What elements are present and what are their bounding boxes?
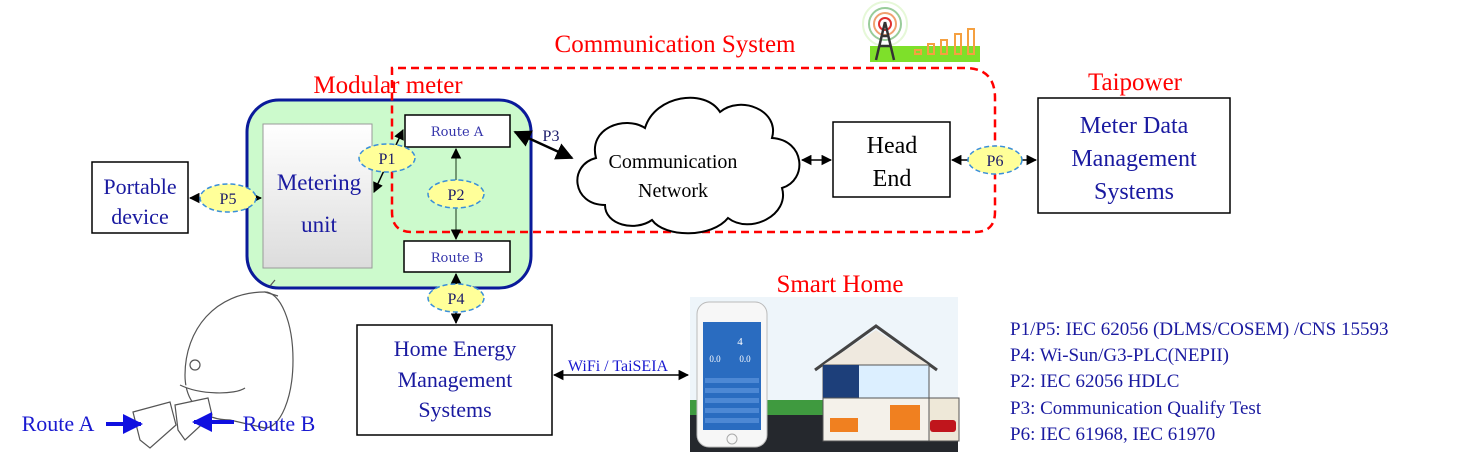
communication-network-label: Network <box>638 180 708 202</box>
p2-badge[interactable]: P2 <box>427 179 485 209</box>
route-a-label: Route A <box>431 125 484 140</box>
route-b-box[interactable]: Route B <box>403 240 511 273</box>
legend-item: P6: IEC 61968, IEC 61970 <box>1010 424 1215 445</box>
metering-unit-label: unit <box>301 212 337 237</box>
p4-label: P4 <box>448 291 465 308</box>
smart-home-illustration: 4 0.0 0.0 <box>690 297 960 452</box>
p1-label: P1 <box>379 151 396 168</box>
p3-label: P3 <box>543 128 560 145</box>
head-end-label: Head <box>867 133 918 159</box>
smartphone-icon: 4 0.0 0.0 <box>696 301 768 448</box>
hems-box[interactable]: Home Energy Management Systems <box>356 324 553 436</box>
head-end-box[interactable]: Head End <box>832 121 951 198</box>
metering-unit-label: Metering <box>277 170 362 195</box>
legend-item: P4: Wi-Sun/G3-PLC(NEPII) <box>1010 345 1229 366</box>
meter-route-b-label: Route B <box>243 411 316 436</box>
p5-badge[interactable]: P5 <box>199 183 257 213</box>
hems-label: Home Energy <box>394 336 516 361</box>
mdms-label: Meter Data <box>1080 113 1189 139</box>
route-b-label: Route B <box>431 251 484 266</box>
hems-label: Systems <box>418 397 491 422</box>
portable-device-label: Portable <box>103 174 176 199</box>
mdms-label: Systems <box>1094 179 1174 205</box>
p1-badge[interactable]: P1 <box>358 143 416 173</box>
communication-system-title: Communication System <box>555 31 797 58</box>
p2-label: P2 <box>448 187 465 204</box>
legend-item: P3: Communication Qualify Test <box>1010 398 1262 419</box>
protocol-legend: P1/P5: IEC 62056 (DLMS/COSEM) /CNS 15593… <box>1010 319 1388 445</box>
radio-tower-icon <box>862 1 980 62</box>
route-a-box[interactable]: Route A <box>404 114 511 148</box>
communication-system-boundary <box>390 66 997 234</box>
phone-value-left: 0.0 <box>709 354 721 364</box>
mdms-box[interactable]: Meter Data Management Systems <box>1037 97 1231 214</box>
mdms-label: Management <box>1071 146 1197 172</box>
legend-item: P1/P5: IEC 62056 (DLMS/COSEM) /CNS 15593 <box>1010 319 1388 340</box>
p4-badge[interactable]: P4 <box>427 283 485 313</box>
portable-device-label: device <box>111 204 168 229</box>
p6-label: P6 <box>987 153 1004 170</box>
metering-unit-box[interactable]: Metering unit <box>262 123 373 269</box>
head-end-label: End <box>873 166 912 192</box>
house-icon <box>814 324 960 442</box>
wifi-taiseia-label: WiFi / TaiSEIA <box>568 358 669 375</box>
modular-meter-title: Modular meter <box>313 72 463 99</box>
communication-network-cloud[interactable]: Communication Network <box>576 96 801 235</box>
p5-label: P5 <box>220 191 237 208</box>
hems-label: Management <box>398 367 513 392</box>
smart-home-title: Smart Home <box>776 271 903 298</box>
meter-sketch <box>132 279 294 449</box>
p3-link <box>513 130 574 160</box>
legend-item: P2: IEC 62056 HDLC <box>1010 371 1179 392</box>
phone-value-right: 0.0 <box>739 354 751 364</box>
communication-network-label: Communication <box>609 151 738 173</box>
portable-device-box[interactable]: Portable device <box>91 161 189 234</box>
phone-value-main: 4 <box>737 336 743 348</box>
taipower-title: Taipower <box>1088 69 1183 96</box>
p6-badge[interactable]: P6 <box>967 145 1023 175</box>
meter-route-a-label: Route A <box>22 411 95 436</box>
